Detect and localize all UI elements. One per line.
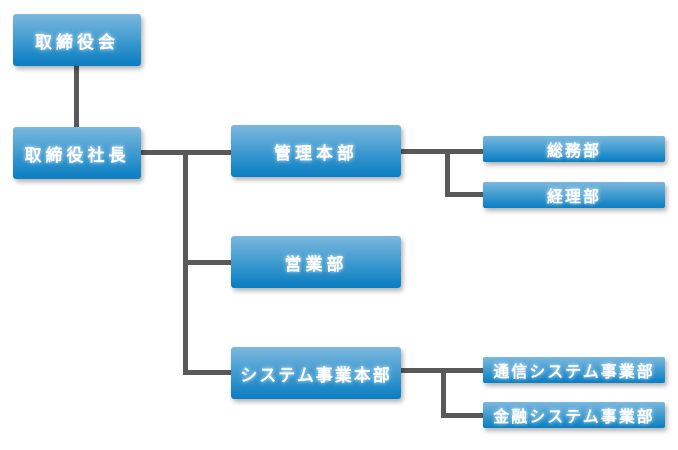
org-node-label: 管理本部 [274, 143, 358, 163]
org-node-label: 経理部 [546, 189, 601, 206]
org-node-label: システム事業本部 [240, 365, 392, 385]
org-node-label: 取締役会 [35, 32, 119, 52]
connector-branch-system-hq [183, 370, 231, 375]
org-node-financial-systems-dept: 金融システム事業部 [483, 402, 665, 428]
connector-branch-sales [183, 260, 231, 265]
org-node-admin-hq: 管理本部 [231, 125, 401, 177]
org-node-label: 取締役社長 [24, 145, 130, 165]
connector-admin-vertical [445, 149, 450, 197]
connector-branch-financial [441, 413, 483, 418]
org-node-label: 営業部 [284, 254, 348, 274]
org-node-board-of-directors: 取締役会 [13, 14, 141, 66]
connector-system-vertical [441, 368, 446, 415]
org-node-sales-dept: 営業部 [231, 236, 401, 288]
org-node-label: 総務部 [546, 143, 601, 160]
org-node-telecom-systems-dept: 通信システム事業部 [483, 357, 665, 383]
org-node-president: 取締役社長 [13, 127, 141, 179]
connector-branch-accounting [445, 192, 483, 197]
connector-admin-general-affairs [401, 149, 483, 154]
connector-board-president [74, 66, 79, 127]
org-node-accounting-dept: 経理部 [483, 182, 665, 208]
org-node-label: 通信システム事業部 [493, 364, 655, 381]
org-node-label: 金融システム事業部 [493, 409, 655, 426]
org-node-general-affairs-dept: 総務部 [483, 136, 665, 162]
org-node-system-business-hq: システム事業本部 [231, 347, 401, 399]
